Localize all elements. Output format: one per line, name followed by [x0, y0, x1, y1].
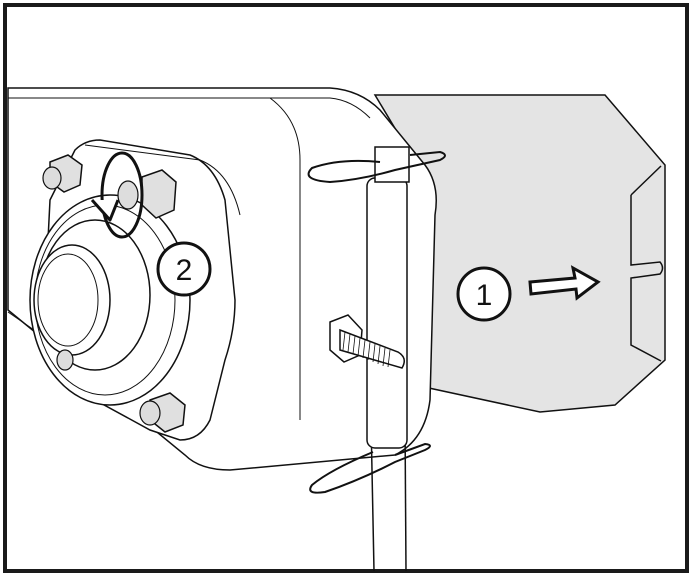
nut-bottom: [139, 392, 186, 433]
callout-1: 1: [456, 266, 512, 322]
threaded-bolt: [329, 314, 405, 369]
nut-top-left: [42, 154, 83, 193]
svg-text:1: 1: [476, 279, 493, 312]
bolt-head-lower-left: [56, 349, 74, 371]
pin-rod: [366, 146, 410, 572]
rotation-arrow-icon: [90, 151, 144, 239]
svg-text:2: 2: [176, 254, 193, 287]
callout-2: 2: [156, 241, 212, 297]
direction-arrow-icon: [528, 265, 601, 301]
nut-top-right: [117, 169, 177, 219]
hair-pin-clip-top: [307, 150, 446, 184]
hair-pin-clip-bottom: [309, 442, 431, 494]
